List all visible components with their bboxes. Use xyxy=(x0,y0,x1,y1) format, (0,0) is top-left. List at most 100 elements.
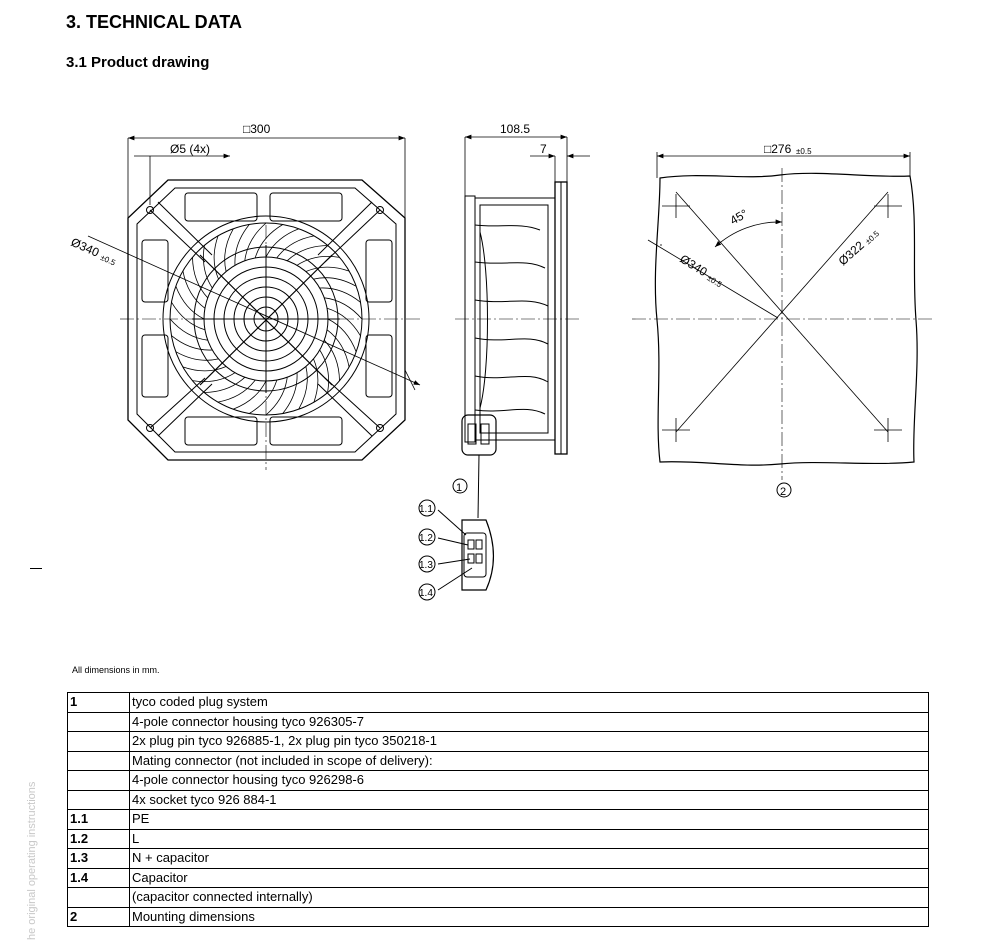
legend-key: 1.3 xyxy=(67,848,130,869)
legend-key: 1 xyxy=(67,692,130,713)
side-callout-1: 1 xyxy=(456,482,462,494)
legend-text: N + capacitor xyxy=(129,848,929,869)
impeller-blade xyxy=(324,297,363,320)
impeller-blade xyxy=(182,366,227,372)
mounting-diameter-label: Ø340 xyxy=(677,252,710,280)
legend-text: L xyxy=(129,828,929,849)
side-note: he original operating instructions xyxy=(26,781,38,940)
front-diameter-label: Ø340 xyxy=(69,235,102,260)
margin-mark xyxy=(30,568,42,569)
legend-text: (capacitor connected internally) xyxy=(129,887,929,908)
connector-label-1-1: 1.1 xyxy=(419,504,433,515)
impeller-blade xyxy=(327,318,357,353)
impeller-blade xyxy=(319,349,330,393)
connector-label-1-3: 1.3 xyxy=(419,560,433,571)
impeller-blade xyxy=(192,257,208,299)
legend-row: 4-pole connector housing tyco 926305-7 xyxy=(67,711,929,732)
impeller-blade xyxy=(305,266,350,272)
mounting-diameter-tolerance: ±0.5 xyxy=(705,273,723,289)
impeller-blade xyxy=(171,335,213,351)
impeller-blade xyxy=(171,301,206,331)
impeller-blade xyxy=(286,245,328,261)
impeller-blade xyxy=(175,351,219,361)
legend-key xyxy=(67,711,130,732)
impeller-blade xyxy=(265,228,300,258)
mounting-square-tolerance: ±0.5 xyxy=(796,147,812,156)
front-impeller-blades xyxy=(169,222,363,416)
impeller-blade xyxy=(276,235,315,259)
side-view xyxy=(418,181,568,601)
legend-text: 2x plug pin tyco 926885-1, 2x plug pin t… xyxy=(129,731,929,752)
impeller-blade xyxy=(298,366,308,410)
front-width-label: □300 xyxy=(243,122,271,136)
impeller-blade xyxy=(217,379,256,403)
impeller-blade xyxy=(175,285,205,320)
mounting-cutout-tolerance: ±0.5 xyxy=(864,229,882,246)
impeller-blade xyxy=(234,224,250,266)
impeller-blade xyxy=(248,379,278,414)
side-depth-label: 108.5 xyxy=(500,122,530,136)
legend-key: 1.2 xyxy=(67,828,130,849)
mounting-dimensions xyxy=(647,152,911,319)
impeller-blade xyxy=(326,307,361,337)
legend-key: 1.4 xyxy=(67,867,130,888)
legend-text: Capacitor xyxy=(129,867,929,888)
legend-key: 2 xyxy=(67,906,130,927)
legend-text: 4-pole connector housing tyco 926298-6 xyxy=(129,770,929,791)
front-view xyxy=(127,179,406,461)
impeller-blade xyxy=(213,235,219,280)
mounting-cutout-label: Ø322 xyxy=(836,238,867,268)
impeller-blade xyxy=(169,318,208,341)
legend-row: 4x socket tyco 926 884-1 xyxy=(67,789,929,810)
mounting-centerlines xyxy=(632,168,935,480)
legend-row: 4-pole connector housing tyco 926298-6 xyxy=(67,770,929,791)
impeller-blade xyxy=(313,358,319,403)
mounting-callout-2: 2 xyxy=(780,486,786,498)
impeller-blade xyxy=(202,245,213,289)
front-holes-label: Ø5 (4x) xyxy=(170,142,210,156)
impeller-blade xyxy=(326,329,350,368)
dimensions-note: All dimensions in mm. xyxy=(72,665,160,675)
front-dimensions xyxy=(87,135,421,391)
connector-label-1-2: 1.2 xyxy=(419,533,433,544)
impeller-blade xyxy=(296,255,340,266)
impeller-blade xyxy=(224,228,234,272)
mounting-angle-label: 45° xyxy=(728,206,751,227)
legend-text: tyco coded plug system xyxy=(129,692,929,713)
front-diameter-tolerance: ±0.5 xyxy=(99,253,117,268)
mounting-callout-circle xyxy=(776,482,792,498)
legend-row: (capacitor connected internally) xyxy=(67,887,929,908)
impeller-blade xyxy=(232,380,267,410)
impeller-blade xyxy=(182,270,206,309)
legend-row: Mating connector (not included in scope … xyxy=(67,750,929,771)
legend-key xyxy=(67,750,130,771)
section-subtitle: 3.1 Product drawing xyxy=(66,54,210,71)
mounting-square-label: □276 xyxy=(764,142,792,156)
impeller-blade xyxy=(192,372,236,383)
section-title: 3. TECHNICAL DATA xyxy=(66,12,243,32)
legend-text: 4-pole connector housing tyco 926305-7 xyxy=(129,711,929,732)
impeller-blade xyxy=(313,277,357,287)
legend-row: 2x plug pin tyco 926885-1, 2x plug pin t… xyxy=(67,731,929,752)
legend-key xyxy=(67,731,130,752)
impeller-blade xyxy=(204,377,246,393)
legend-text: Mounting dimensions xyxy=(129,906,929,927)
legend-text: 4x socket tyco 926 884-1 xyxy=(129,789,929,810)
legend-key xyxy=(67,770,130,791)
impeller-blade xyxy=(319,287,361,303)
side-dimensions xyxy=(464,134,590,196)
legend-key xyxy=(67,887,130,908)
impeller-blade xyxy=(244,222,267,261)
legend-text: Mating connector (not included in scope … xyxy=(129,750,929,771)
front-centerlines xyxy=(120,225,420,470)
legend-key xyxy=(67,789,130,810)
impeller-blade xyxy=(265,377,288,416)
impeller-blade xyxy=(282,372,298,414)
legend-text: PE xyxy=(129,809,929,830)
